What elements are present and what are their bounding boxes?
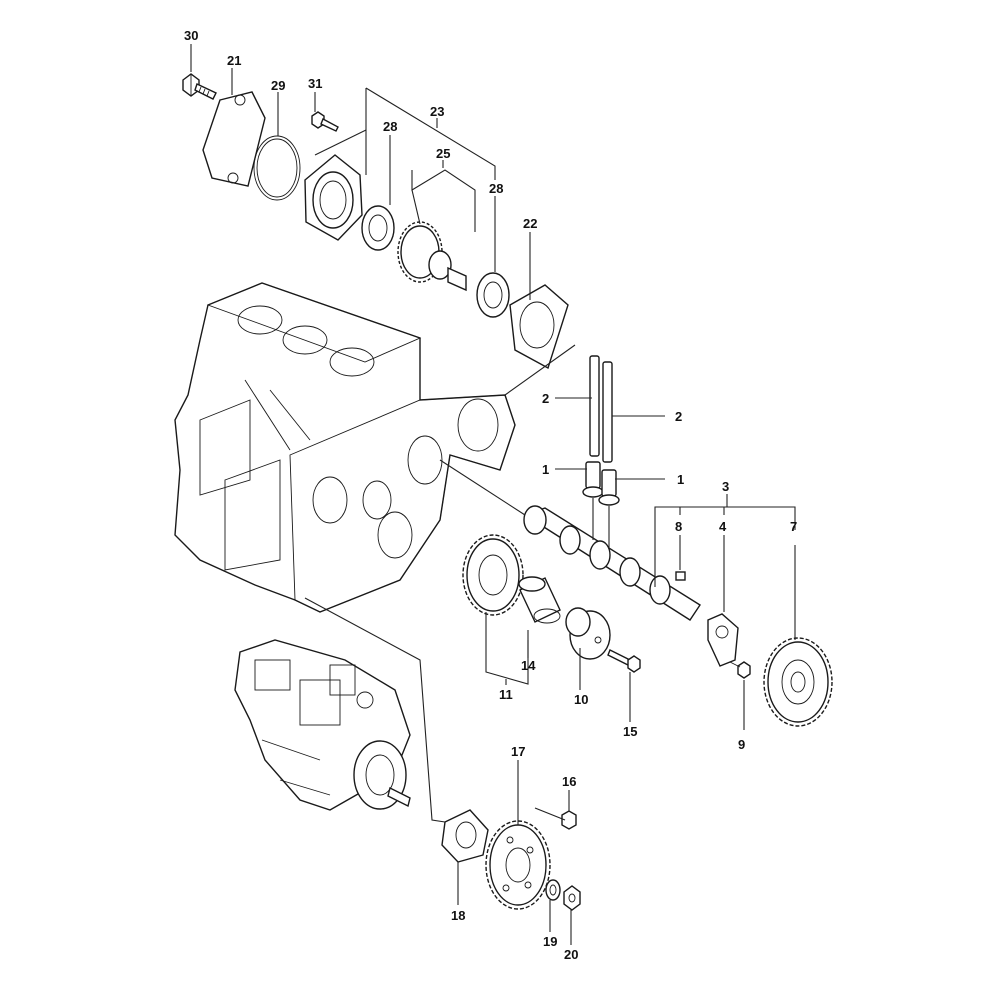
part-9-bolt xyxy=(729,661,751,679)
callout-29: 29 xyxy=(271,78,285,93)
part-31-bolt xyxy=(311,111,339,132)
callout-labels: 30 21 29 31 23 28 25 28 22 2 2 1 1 3 8 4… xyxy=(184,28,797,962)
callout-28-right: 28 xyxy=(489,181,503,196)
injection-pump xyxy=(234,639,411,811)
part-10-hub xyxy=(565,607,611,660)
camshaft xyxy=(523,505,701,621)
part-22-gasket xyxy=(509,284,569,370)
callout-21: 21 xyxy=(227,53,241,68)
engine-block xyxy=(174,282,516,613)
callout-10: 10 xyxy=(574,692,588,707)
callout-11: 11 xyxy=(499,687,513,702)
callout-22: 22 xyxy=(523,216,537,231)
callout-25: 25 xyxy=(436,146,450,161)
callout-2-left: 2 xyxy=(542,391,549,406)
part-30-bolt xyxy=(182,73,217,100)
part-15-bolt xyxy=(607,649,641,673)
part-23-idler-assembly xyxy=(304,154,510,318)
callout-28-left: 28 xyxy=(383,119,397,134)
callout-14: 14 xyxy=(521,658,536,673)
part-21-cover-plate xyxy=(202,91,266,187)
callout-3: 3 xyxy=(722,479,729,494)
callout-2-right: 2 xyxy=(675,409,682,424)
callout-15: 15 xyxy=(623,724,637,739)
part-29-o-ring xyxy=(253,135,301,201)
callout-18: 18 xyxy=(451,908,465,923)
callout-7: 7 xyxy=(790,519,797,534)
callout-17: 17 xyxy=(511,744,525,759)
callout-1-left: 1 xyxy=(542,462,549,477)
callout-20: 20 xyxy=(564,947,578,962)
callout-30: 30 xyxy=(184,28,198,43)
part-19-washer xyxy=(545,879,561,901)
part-7-cam-gear xyxy=(763,637,833,727)
part-11-idler-gear xyxy=(462,534,524,616)
callout-4: 4 xyxy=(719,519,727,534)
part-18-flange xyxy=(441,809,489,863)
part-4-thrust-plate xyxy=(707,613,739,667)
leader-lines xyxy=(190,44,796,945)
callout-16: 16 xyxy=(562,774,576,789)
part-20-nut xyxy=(563,885,581,911)
callout-19: 19 xyxy=(543,934,557,949)
callout-8: 8 xyxy=(675,519,682,534)
part-17-pump-gear xyxy=(485,820,551,910)
callout-31: 31 xyxy=(308,76,322,91)
part-8-key xyxy=(675,571,686,581)
callout-9: 9 xyxy=(738,737,745,752)
push-rods-and-tappets xyxy=(582,355,620,506)
callout-23: 23 xyxy=(430,104,444,119)
callout-1-right: 1 xyxy=(677,472,684,487)
part-14-bushing xyxy=(518,576,561,624)
